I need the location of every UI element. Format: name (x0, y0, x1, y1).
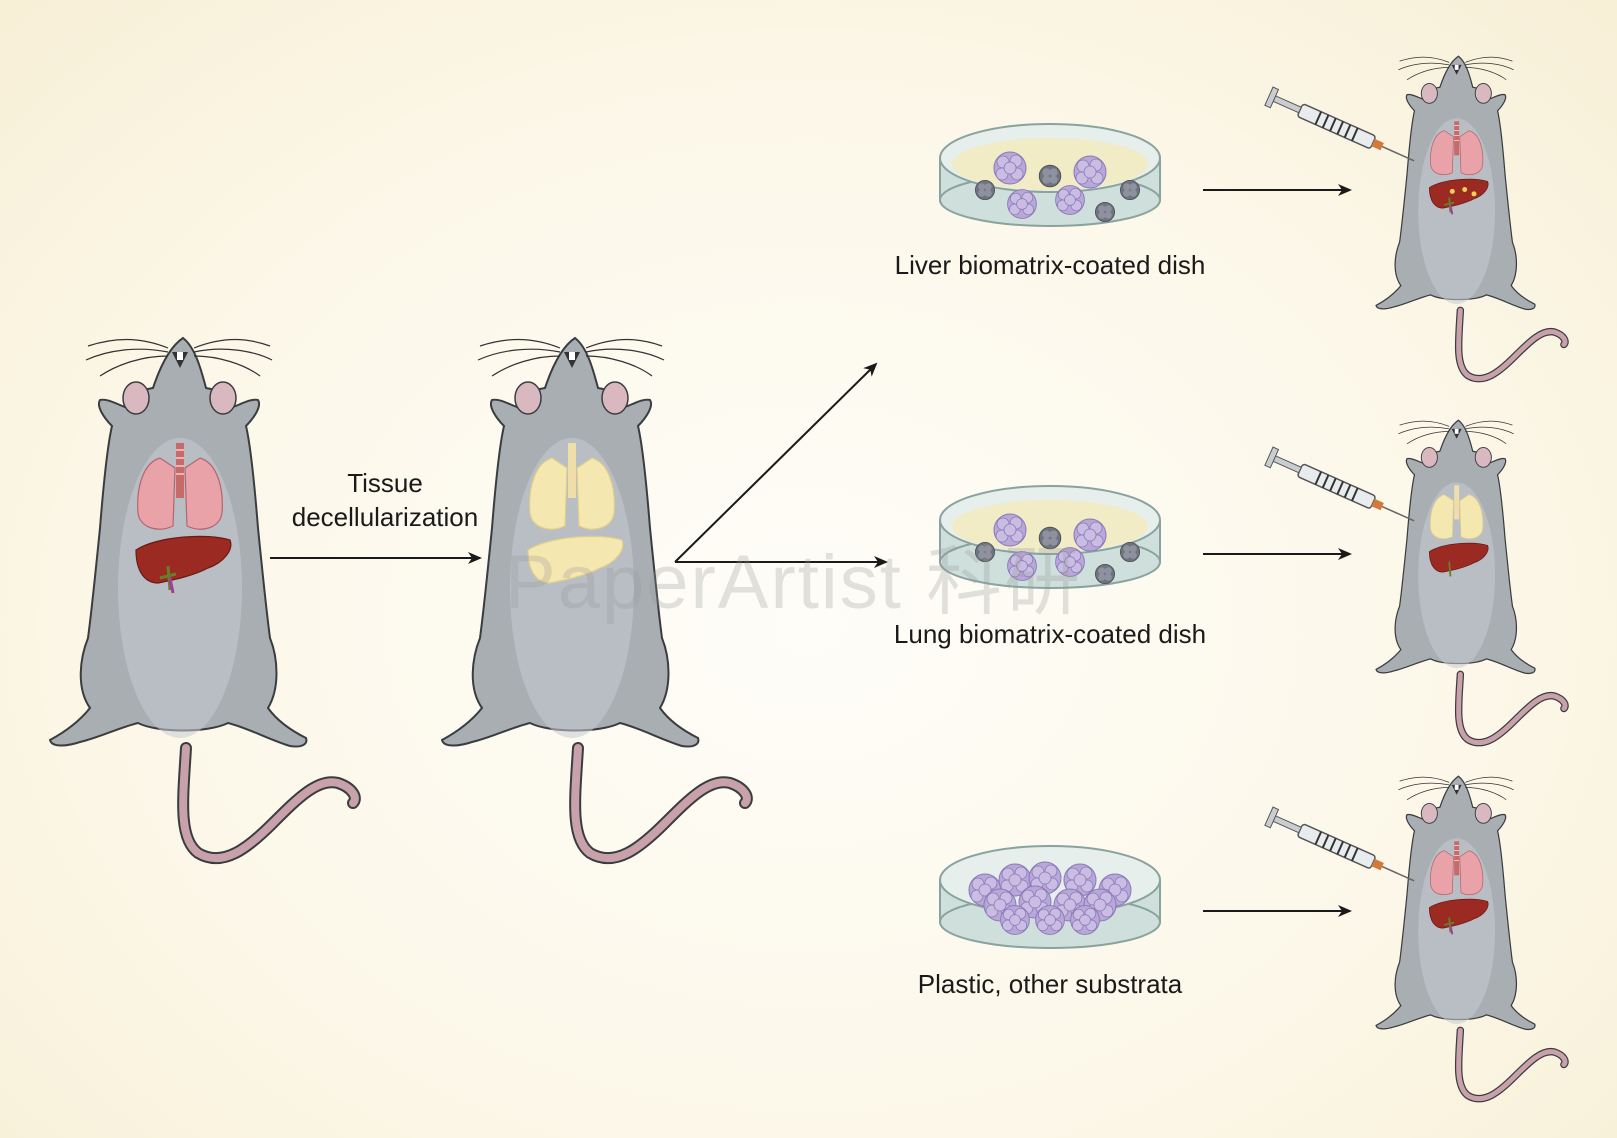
syringe-icon (1263, 806, 1420, 891)
arrow-to-liver-dish (674, 362, 878, 563)
mouse-recipient-plastic (1376, 776, 1565, 1099)
syringe-icon (1263, 446, 1420, 531)
mouse-recipient-liver (1376, 56, 1565, 379)
mouse-recipient-lung (1376, 420, 1565, 743)
label-tissue: Tissue (347, 468, 423, 498)
dish-plastic (939, 845, 1161, 949)
label-decellularization: decellularization (291, 502, 479, 532)
mouse-donor (50, 338, 355, 858)
label-liver-dish: Liver biomatrix-coated dish (894, 250, 1206, 280)
syringe-icon (1263, 86, 1420, 171)
label-plastic-dish: Plastic, other substrata (917, 969, 1183, 999)
dish-liver (939, 123, 1161, 227)
watermark: PaperArtist 科研 (505, 540, 1083, 625)
dish-lung (939, 485, 1161, 589)
label-lung-dish: Lung biomatrix-coated dish (893, 619, 1207, 649)
